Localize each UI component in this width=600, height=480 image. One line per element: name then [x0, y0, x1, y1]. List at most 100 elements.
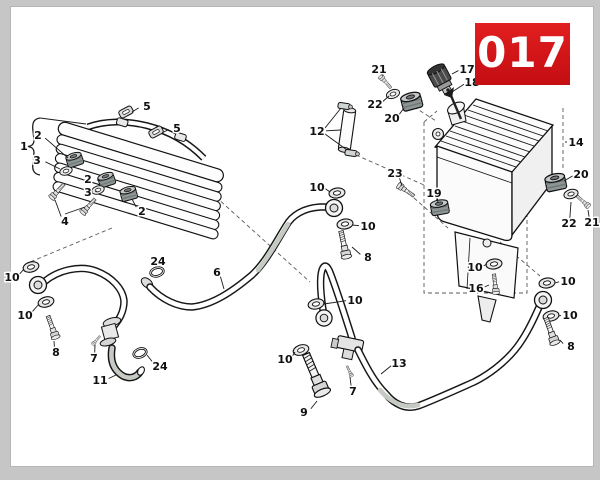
- bolt-21: [377, 73, 394, 91]
- callout-10: 10: [360, 220, 376, 233]
- bolt-8: [335, 229, 353, 261]
- banjo-fitting: [324, 198, 344, 218]
- leader-line: [349, 376, 352, 387]
- leader-line: [381, 73, 383, 77]
- callout-3: 3: [33, 154, 41, 167]
- clip-5: [117, 104, 135, 120]
- callout-9: 9: [300, 406, 308, 419]
- leader-line: [45, 161, 61, 170]
- callout-8: 8: [52, 346, 60, 359]
- washer-10: [537, 276, 557, 290]
- leader-line: [436, 197, 439, 204]
- callout-24: 24: [152, 360, 168, 373]
- callout-20: 20: [573, 168, 589, 181]
- leader-line: [96, 179, 101, 182]
- grommet-19: [429, 197, 451, 217]
- leader-line: [291, 351, 296, 357]
- leader-line: [451, 83, 465, 93]
- callout-2: 2: [34, 129, 42, 142]
- bolt-23: [395, 181, 417, 200]
- leader-line: [131, 107, 139, 113]
- leader-line: [108, 374, 117, 379]
- screw-7: [344, 364, 355, 378]
- callout-21: 21: [371, 63, 386, 76]
- callout-13: 13: [391, 357, 406, 370]
- callout-1: 1: [20, 140, 28, 153]
- leader-line: [558, 315, 562, 317]
- washer-22: [562, 187, 580, 201]
- bolt-21: [574, 193, 592, 210]
- callout-7: 7: [349, 385, 357, 398]
- bolt-8: [43, 314, 62, 341]
- arrowhead-18: [444, 87, 454, 98]
- callout-10: 10: [277, 353, 293, 366]
- leader-line: [325, 129, 342, 132]
- leader-line: [483, 263, 488, 267]
- callout-24: 24: [150, 255, 166, 268]
- leader-lines: [19, 70, 590, 410]
- leader-line: [131, 198, 137, 208]
- leader-line: [44, 137, 69, 159]
- leader-line: [351, 246, 361, 255]
- callout-2: 2: [138, 205, 146, 218]
- leader-line: [323, 300, 347, 305]
- banjo-fitting: [28, 275, 48, 295]
- callout-20: 20: [384, 112, 400, 125]
- leader-line: [219, 276, 225, 290]
- callout-10: 10: [347, 294, 363, 307]
- callout-3: 3: [84, 186, 92, 199]
- callout-16: 16: [468, 282, 484, 295]
- oil-tank: [426, 63, 555, 323]
- callout-2: 2: [84, 173, 92, 186]
- callout-5: 5: [143, 100, 151, 113]
- callout-10: 10: [4, 271, 20, 284]
- hose-union: [99, 316, 122, 347]
- washer-10: [335, 217, 355, 231]
- leader-line: [380, 365, 392, 375]
- leader-line: [559, 339, 564, 344]
- callout-11: 11: [92, 374, 107, 387]
- filler-cap: [426, 63, 453, 95]
- oring-24: [131, 345, 149, 361]
- washer-10: [36, 294, 56, 310]
- bolt-9: [297, 350, 333, 400]
- callout-22: 22: [367, 98, 382, 111]
- leader-line: [19, 268, 25, 275]
- callout-labels: 1234552326101082424711101081210109713171…: [3, 62, 600, 421]
- leader-line: [451, 70, 459, 75]
- leader-line: [398, 107, 405, 116]
- callout-10: 10: [562, 309, 578, 322]
- callout-5: 5: [173, 122, 181, 135]
- callout-22: 22: [561, 217, 576, 230]
- leader-line: [54, 199, 62, 217]
- leader-line: [351, 224, 360, 227]
- washer-10: [21, 259, 41, 275]
- washer-10: [327, 186, 347, 200]
- leader-line: [398, 177, 403, 187]
- leader-line: [31, 303, 40, 313]
- leader-line: [484, 284, 490, 288]
- oil-cooler: [52, 117, 224, 240]
- leader-line: [382, 95, 390, 102]
- callout-10: 10: [560, 275, 576, 288]
- page-number-badge: 017: [475, 23, 570, 85]
- callout-10: 10: [309, 181, 325, 194]
- callout-19: 19: [426, 187, 441, 200]
- leader-line: [146, 354, 154, 364]
- hose-clamp: [344, 148, 361, 158]
- callout-6: 6: [213, 266, 221, 279]
- callout-8: 8: [364, 251, 372, 264]
- callout-extras: [27, 87, 454, 215]
- callout-10: 10: [17, 309, 33, 322]
- brace-1: [27, 117, 41, 176]
- leader-line: [554, 281, 560, 284]
- banjo-fitting: [533, 290, 553, 310]
- callout-14: 14: [568, 136, 584, 149]
- callout-10: 10: [467, 261, 483, 274]
- washer-22: [384, 87, 402, 101]
- callout-12: 12: [309, 125, 324, 138]
- leader-line: [161, 129, 169, 134]
- banjo-fitting: [315, 309, 333, 327]
